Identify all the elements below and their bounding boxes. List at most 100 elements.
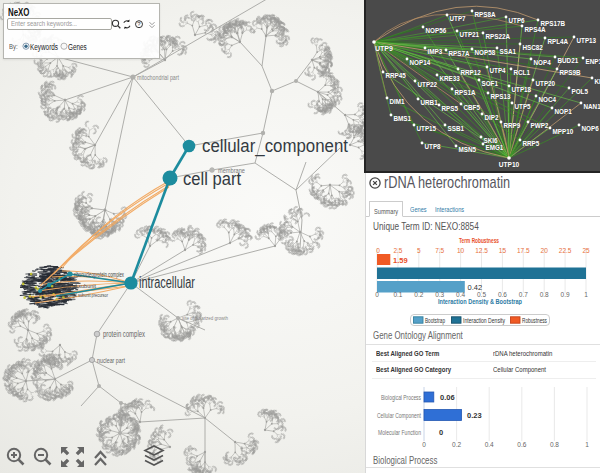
svg-text:UTP4: UTP4 bbox=[490, 67, 507, 74]
svg-text:RPS7A: RPS7A bbox=[449, 50, 470, 57]
svg-text:0.8: 0.8 bbox=[540, 291, 549, 298]
svg-text:5: 5 bbox=[417, 247, 421, 254]
svg-text:RRP9: RRP9 bbox=[504, 122, 521, 129]
svg-text:site of polarized growth: site of polarized growth bbox=[182, 315, 228, 321]
svg-text:1.59: 1.59 bbox=[393, 256, 408, 265]
svg-text:NAN1: NAN1 bbox=[584, 103, 600, 110]
svg-text:ribonucleoprotein complex: ribonucleoprotein complex bbox=[74, 271, 124, 279]
svg-text:ribosomal subunit precursor: ribosomal subunit precursor bbox=[60, 292, 108, 298]
svg-text:UTP18: UTP18 bbox=[512, 86, 532, 93]
svg-text:SOF1: SOF1 bbox=[482, 80, 499, 87]
svg-text:UTP10: UTP10 bbox=[499, 161, 520, 168]
svg-text:22.5: 22.5 bbox=[559, 247, 572, 254]
svg-text:UTP22: UTP22 bbox=[418, 81, 438, 88]
svg-text:NOP58: NOP58 bbox=[475, 49, 496, 56]
svg-text:UTP9: UTP9 bbox=[375, 45, 393, 52]
svg-text:BUD21: BUD21 bbox=[558, 57, 579, 64]
svg-text:Molecular Function: Molecular Function bbox=[378, 429, 421, 436]
svg-text:NOC4: NOC4 bbox=[539, 96, 557, 103]
svg-text:UTP7: UTP7 bbox=[450, 15, 467, 22]
svg-text:nuclear part: nuclear part bbox=[97, 356, 126, 365]
svg-text:?: ? bbox=[137, 21, 141, 27]
svg-text:KRE33: KRE33 bbox=[440, 75, 461, 82]
svg-text:12.5: 12.5 bbox=[475, 247, 488, 254]
svg-text:0: 0 bbox=[376, 247, 380, 254]
svg-text:0.9: 0.9 bbox=[561, 291, 570, 298]
svg-text:25: 25 bbox=[582, 247, 590, 254]
svg-text:EMG1: EMG1 bbox=[486, 144, 504, 151]
svg-text:Robustness: Robustness bbox=[522, 317, 547, 324]
svg-text:1: 1 bbox=[584, 291, 588, 298]
svg-text:IMP3: IMP3 bbox=[428, 48, 443, 55]
svg-text:intracellular: intracellular bbox=[139, 274, 195, 291]
svg-text:UTP20: UTP20 bbox=[536, 80, 556, 87]
svg-text:RPS22A: RPS22A bbox=[486, 33, 511, 40]
svg-text:7.5: 7.5 bbox=[435, 247, 444, 254]
svg-text:0: 0 bbox=[422, 441, 426, 448]
svg-text:0.06: 0.06 bbox=[440, 393, 455, 402]
svg-text:NOP4: NOP4 bbox=[534, 59, 552, 66]
svg-text:0.2: 0.2 bbox=[414, 291, 423, 298]
svg-text:0.8: 0.8 bbox=[550, 441, 559, 448]
svg-text:UTP15: UTP15 bbox=[417, 125, 437, 132]
svg-text:HSC82: HSC82 bbox=[523, 44, 544, 51]
svg-text:Interaction Density & Bootstra: Interaction Density & Bootstrap bbox=[438, 297, 522, 305]
svg-text:UTP5: UTP5 bbox=[515, 103, 532, 110]
svg-text:UTP6: UTP6 bbox=[509, 17, 526, 24]
svg-text:URB1: URB1 bbox=[421, 99, 439, 106]
svg-text:NOP56: NOP56 bbox=[426, 27, 447, 34]
svg-text:NOP6: NOP6 bbox=[582, 125, 600, 132]
svg-text:UTP21: UTP21 bbox=[460, 31, 480, 38]
svg-text:NOP14: NOP14 bbox=[410, 59, 431, 66]
svg-text:MSN5: MSN5 bbox=[459, 146, 477, 153]
svg-text:mitochondrial part: mitochondrial part bbox=[137, 74, 179, 82]
svg-text:POL5: POL5 bbox=[572, 88, 589, 95]
svg-text:17.5: 17.5 bbox=[517, 247, 530, 254]
svg-text:RPS13: RPS13 bbox=[491, 93, 511, 100]
svg-text:RPS9B: RPS9B bbox=[560, 69, 581, 76]
svg-text:PWP2: PWP2 bbox=[531, 122, 549, 129]
svg-text:0.23: 0.23 bbox=[467, 411, 482, 420]
svg-text:Cellular Component: Cellular Component bbox=[377, 412, 421, 420]
svg-text:0.6: 0.6 bbox=[517, 441, 526, 448]
svg-text:RPL4A: RPL4A bbox=[548, 38, 569, 45]
svg-text:0.2: 0.2 bbox=[452, 441, 461, 448]
svg-text:UTP8: UTP8 bbox=[425, 143, 442, 150]
svg-text:1: 1 bbox=[585, 441, 589, 448]
svg-text:SKI6: SKI6 bbox=[484, 137, 498, 144]
svg-text:SSA1: SSA1 bbox=[500, 48, 517, 55]
svg-text:RPS8A: RPS8A bbox=[475, 11, 496, 18]
svg-text:Bootstrap: Bootstrap bbox=[425, 317, 445, 325]
svg-text:RRP5: RRP5 bbox=[523, 140, 540, 147]
svg-text:0: 0 bbox=[375, 291, 379, 298]
svg-text:SSB1: SSB1 bbox=[448, 125, 465, 132]
svg-text:RPS1A: RPS1A bbox=[455, 89, 476, 96]
svg-text:0.1: 0.1 bbox=[393, 291, 402, 298]
svg-text:2.5: 2.5 bbox=[393, 247, 402, 254]
svg-text:ribosomal subunit: ribosomal subunit bbox=[53, 283, 96, 289]
svg-text:RCL1: RCL1 bbox=[514, 69, 531, 76]
svg-text:Term Robustness: Term Robustness bbox=[459, 236, 499, 245]
svg-text:CBF5: CBF5 bbox=[464, 104, 481, 111]
svg-text:RPS4A: RPS4A bbox=[525, 26, 546, 33]
svg-text:RPS5: RPS5 bbox=[442, 105, 459, 112]
svg-text:0.4: 0.4 bbox=[485, 441, 494, 448]
svg-text:membrane: membrane bbox=[218, 166, 245, 175]
svg-text:cellular_component: cellular_component bbox=[202, 136, 348, 157]
svg-text:MPP10: MPP10 bbox=[553, 128, 574, 135]
svg-text:DIM1: DIM1 bbox=[390, 98, 406, 105]
svg-text:Biological Process: Biological Process bbox=[381, 394, 421, 402]
svg-text:RRP12: RRP12 bbox=[461, 69, 482, 76]
svg-text:BMS1: BMS1 bbox=[394, 115, 412, 122]
svg-text:15: 15 bbox=[499, 247, 507, 254]
svg-text:Interaction Density: Interaction Density bbox=[463, 317, 505, 325]
svg-text:DIP2: DIP2 bbox=[485, 114, 499, 121]
svg-text:0: 0 bbox=[439, 428, 443, 437]
svg-text:20: 20 bbox=[541, 247, 549, 254]
svg-text:RRP45: RRP45 bbox=[386, 72, 407, 79]
svg-text:KRR1: KRR1 bbox=[595, 78, 600, 85]
svg-text:ENP1: ENP1 bbox=[586, 58, 600, 65]
svg-text:NOP1: NOP1 bbox=[555, 108, 573, 115]
svg-text:10: 10 bbox=[457, 247, 465, 254]
svg-text:UTP13: UTP13 bbox=[577, 37, 597, 44]
